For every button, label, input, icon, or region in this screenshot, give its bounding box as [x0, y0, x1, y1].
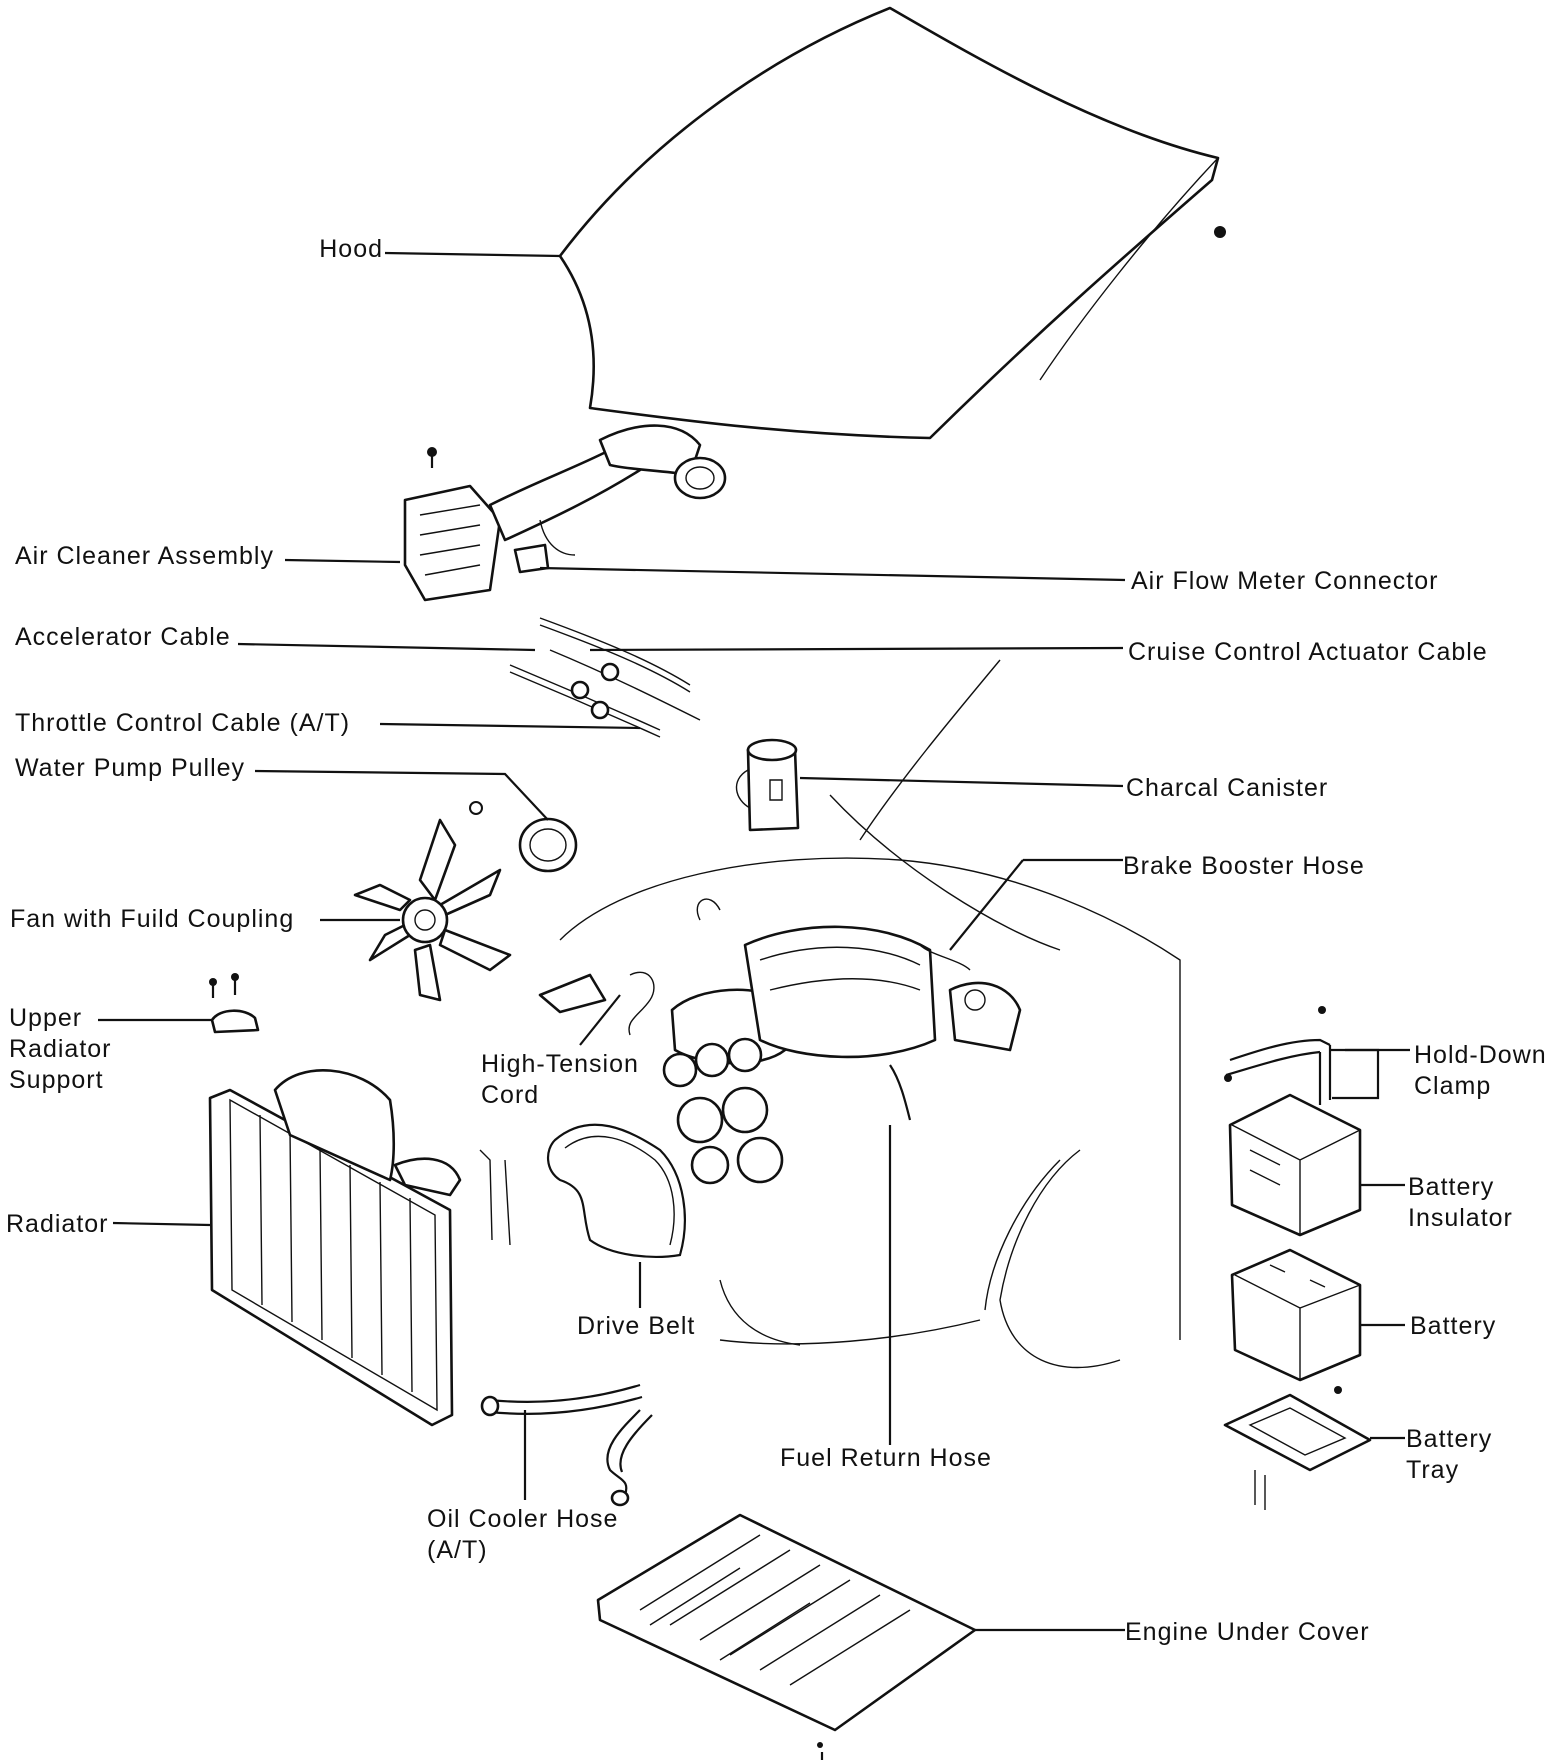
label-upper-radiator-support-line1: Upper	[9, 1004, 83, 1032]
label-battery-insulator-line2: Insulator	[1408, 1204, 1513, 1232]
label-throttle-control-cable: Throttle Control Cable (A/T)	[15, 709, 351, 737]
label-battery: Battery	[1410, 1312, 1497, 1340]
label-oil-cooler-hose-line2: (A/T)	[427, 1536, 488, 1564]
air-cleaner-part	[403, 424, 727, 602]
label-battery-tray-line1: Battery	[1406, 1425, 1493, 1453]
drive-belt-part	[547, 1123, 686, 1258]
engine-under-cover-part	[596, 1513, 977, 1760]
label-battery-insulator-line1: Battery	[1408, 1173, 1495, 1201]
oil-cooler-hose-part	[480, 1383, 653, 1507]
hood-part	[558, 6, 1226, 440]
label-high-tension-cord-line2: Cord	[481, 1081, 540, 1109]
label-oil-cooler-hose: Oil Cooler Hose (A/T)	[427, 1504, 618, 1566]
label-fuel-return-hose: Fuel Return Hose	[780, 1444, 992, 1472]
label-hood: Hood	[319, 235, 383, 263]
radiator-part	[208, 1069, 511, 1427]
label-drive-belt: Drive Belt	[577, 1312, 696, 1340]
water-pump-pulley-part	[469, 801, 578, 873]
label-cruise-control-actuator-cable: Cruise Control Actuator Cable	[1128, 638, 1488, 666]
label-battery-tray: Battery Tray	[1406, 1424, 1492, 1486]
label-radiator: Radiator	[6, 1210, 109, 1238]
label-high-tension-cord: High-Tension Cord	[481, 1049, 639, 1111]
label-hold-down-clamp-line1: Hold-Down	[1414, 1041, 1547, 1069]
charcal-canister-part	[735, 738, 800, 832]
label-upper-radiator-support-line2: Radiator	[9, 1035, 112, 1063]
label-hold-down-clamp: Hold-Down Clamp	[1414, 1040, 1547, 1102]
label-hold-down-clamp-line2: Clamp	[1414, 1072, 1492, 1100]
label-air-flow-meter-connector: Air Flow Meter Connector	[1131, 567, 1439, 595]
label-water-pump-pulley: Water Pump Pulley	[15, 754, 246, 782]
engine-part	[538, 898, 1022, 1185]
cables-part	[509, 617, 701, 738]
label-upper-radiator-support: Upper Radiator Support	[9, 1003, 112, 1096]
label-upper-radiator-support-line3: Support	[9, 1066, 104, 1094]
car-body-part	[559, 659, 1181, 1369]
label-accelerator-cable: Accelerator Cable	[15, 623, 231, 651]
label-charcal-canister: Charcal Canister	[1126, 774, 1329, 802]
label-brake-booster-hose: Brake Booster Hose	[1123, 852, 1365, 880]
label-engine-under-cover: Engine Under Cover	[1125, 1618, 1370, 1646]
fan-part	[353, 818, 512, 1002]
label-fan-with-fuild-coupling: Fan with Fuild Coupling	[10, 905, 295, 933]
leader-lines	[98, 251, 1410, 1632]
label-high-tension-cord-line1: High-Tension	[481, 1050, 639, 1078]
upper-radiator-support-part	[209, 973, 260, 1034]
label-battery-insulator: Battery Insulator	[1408, 1172, 1513, 1234]
label-air-cleaner-assembly: Air Cleaner Assembly	[15, 542, 274, 570]
label-battery-tray-line2: Tray	[1406, 1456, 1460, 1484]
battery-parts	[1223, 1006, 1372, 1510]
label-oil-cooler-hose-line1: Oil Cooler Hose	[427, 1505, 619, 1533]
